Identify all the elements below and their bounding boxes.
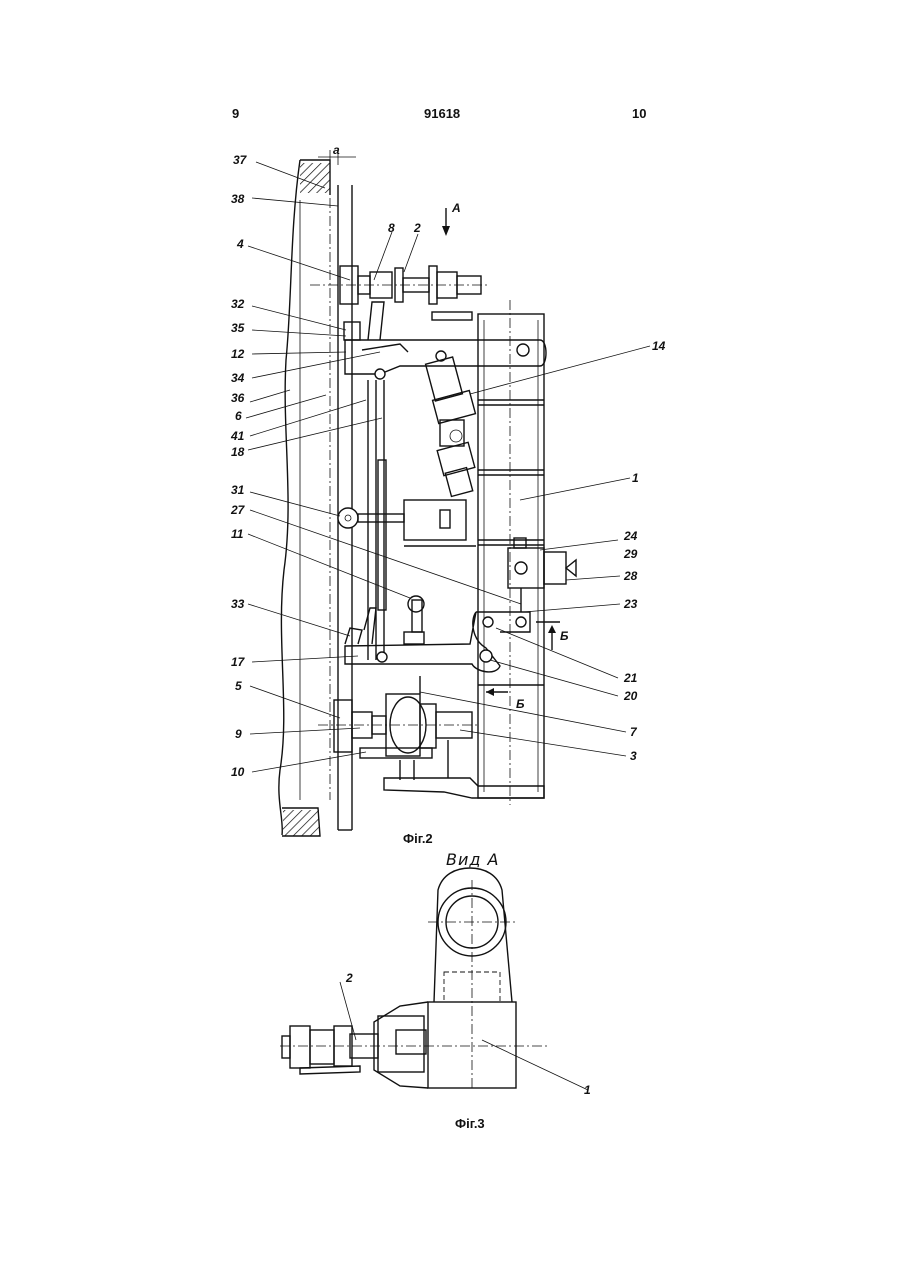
label-4: 4 — [236, 237, 244, 251]
label-31: 31 — [231, 483, 245, 497]
view-a-label: A — [451, 201, 461, 215]
figure-3-view-title: Вид А — [446, 850, 499, 869]
section-label-top: Б — [560, 629, 569, 643]
label-3: 3 — [630, 749, 637, 763]
label-2: 2 — [413, 221, 421, 235]
label-17: 17 — [231, 655, 246, 669]
wall-section — [279, 160, 352, 836]
lower-lever — [345, 596, 530, 672]
label-35: 35 — [231, 321, 245, 335]
label-8: 8 — [388, 221, 395, 235]
view-arrow-a — [442, 208, 450, 236]
label-1: 1 — [632, 471, 639, 485]
fig3-label-1: 1 — [584, 1083, 591, 1097]
label-14: 14 — [652, 339, 666, 353]
label-9: 9 — [235, 727, 242, 741]
figure-2-caption: Фіг.2 — [403, 831, 433, 846]
figure-2-labels: 37 38 4 32 35 12 34 36 6 41 18 31 27 11 … — [230, 143, 666, 779]
label-33: 33 — [231, 597, 245, 611]
unit-24 — [508, 538, 576, 612]
label-36: 36 — [231, 391, 245, 405]
figure-3-caption: Фіг.3 — [455, 1116, 485, 1131]
label-21: 21 — [623, 671, 638, 685]
frame-body — [478, 300, 544, 805]
label-5: 5 — [235, 679, 242, 693]
label-27: 27 — [230, 503, 246, 517]
label-23: 23 — [623, 597, 638, 611]
label-10: 10 — [231, 765, 245, 779]
label-11: 11 — [231, 527, 244, 541]
cylinder-14 — [426, 357, 476, 496]
fig3-label-2: 2 — [345, 971, 353, 985]
label-41: 41 — [230, 429, 245, 443]
label-20: 20 — [623, 689, 638, 703]
label-29: 29 — [623, 547, 638, 561]
leader-lines — [246, 162, 650, 772]
label-7: 7 — [630, 725, 638, 739]
label-34: 34 — [231, 371, 245, 385]
section-label-bottom: Б — [516, 697, 525, 711]
upper-drive-assembly — [310, 266, 490, 320]
label-18: 18 — [231, 445, 245, 459]
label-6: 6 — [235, 409, 242, 423]
label-12: 12 — [231, 347, 245, 361]
label-28: 28 — [623, 569, 638, 583]
dimension-a-label: a — [333, 143, 340, 157]
label-32: 32 — [231, 297, 245, 311]
label-38: 38 — [231, 192, 245, 206]
cylinder-31 — [338, 500, 476, 546]
label-37: 37 — [233, 153, 248, 167]
figure-3-drawing: 2 1 — [280, 868, 591, 1097]
label-24: 24 — [623, 529, 638, 543]
vertical-rods — [368, 380, 386, 660]
